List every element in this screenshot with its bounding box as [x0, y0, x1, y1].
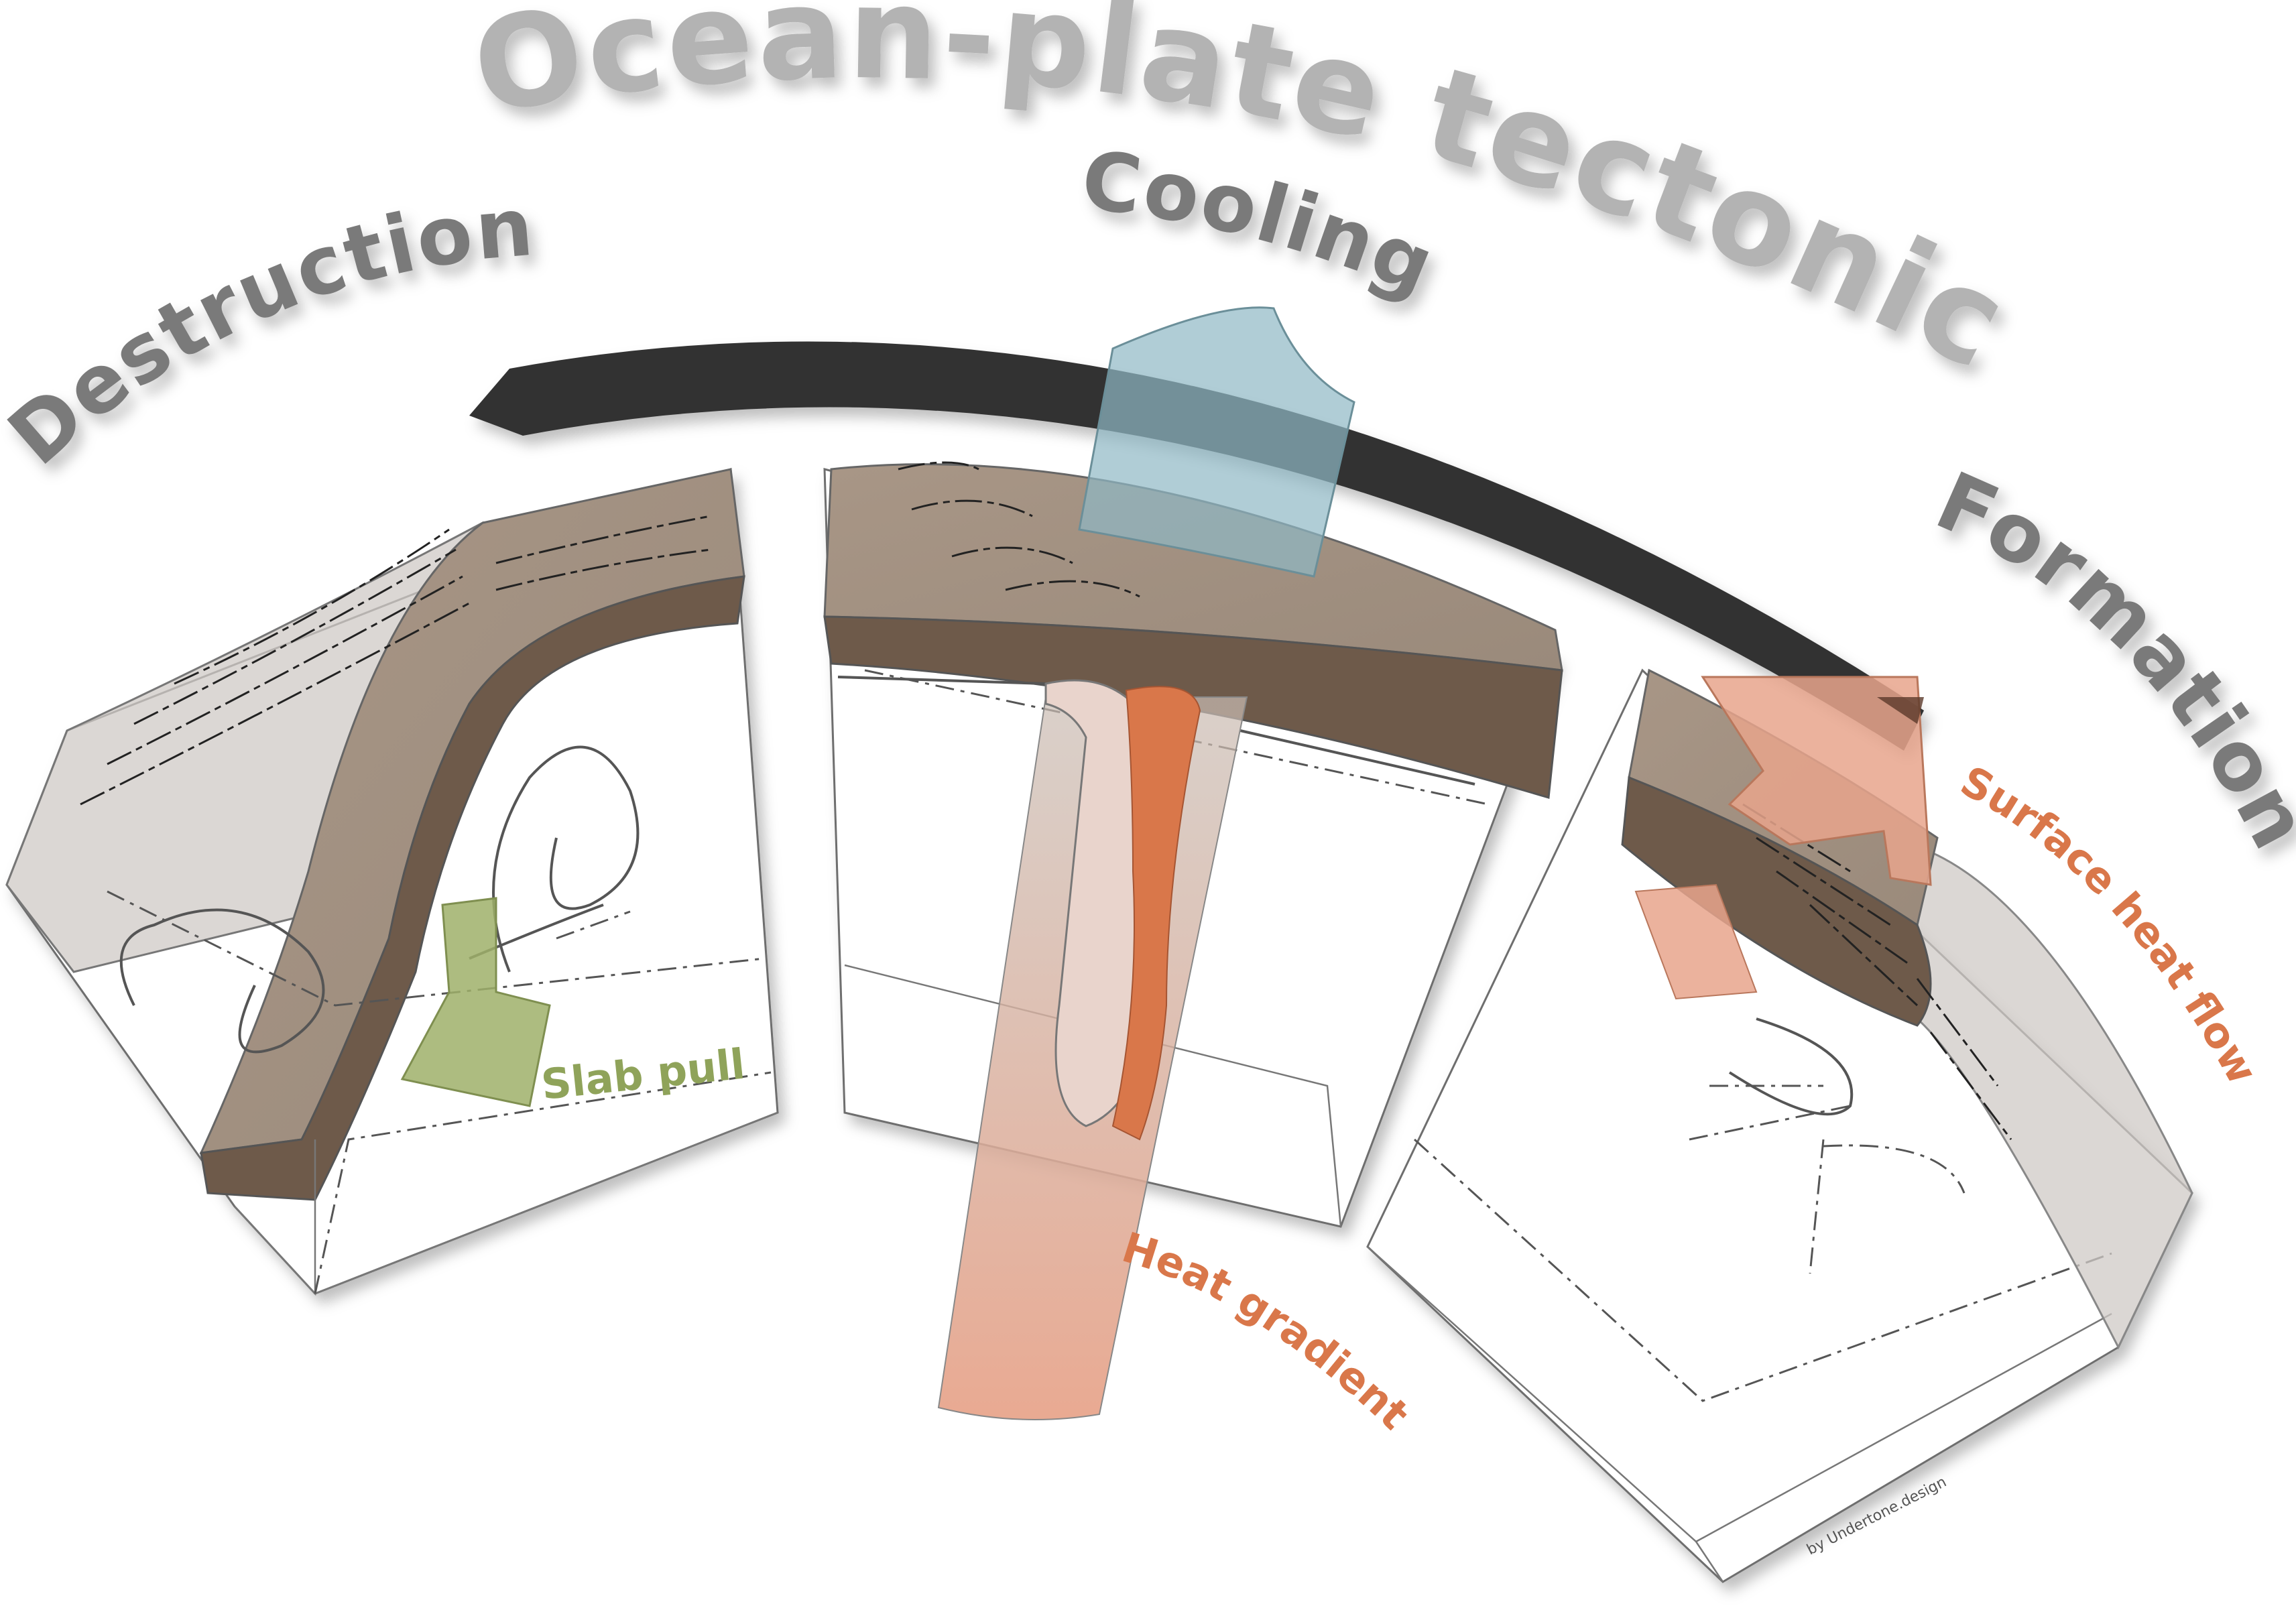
diagram-title-text: Ocean-plate tectonics [0, 0, 2031, 399]
cooling-window [1079, 308, 1354, 576]
destruction-block [7, 469, 778, 1294]
label-heat-gradient: Heat gradient [1117, 1223, 1419, 1439]
stage-label-destruction: Destruction [0, 181, 538, 484]
diagram-title: Ocean-plate tectonics [0, 0, 2031, 399]
